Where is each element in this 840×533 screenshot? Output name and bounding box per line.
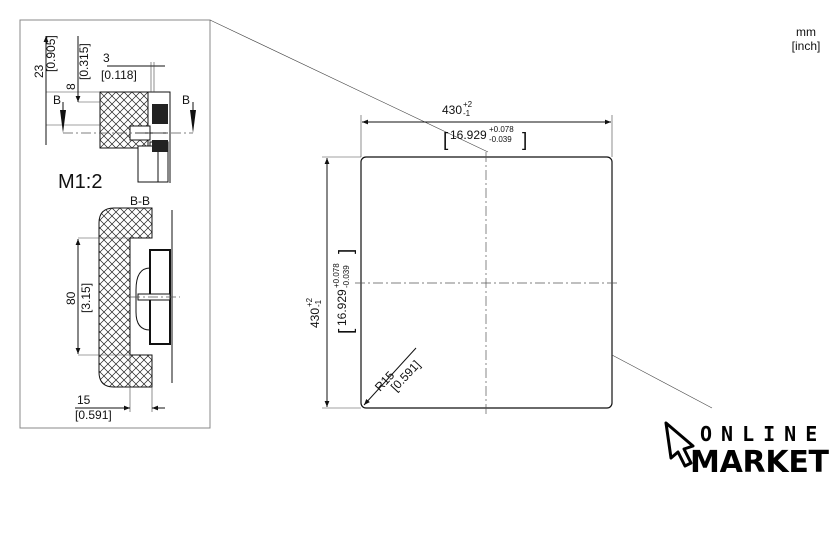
leader-line — [611, 354, 713, 409]
scale-label: M1:2 — [58, 171, 102, 193]
dim-23-inch: [0.905] — [44, 35, 58, 72]
svg-text:-1: -1 — [463, 109, 471, 118]
online-market-logo: ONLINE MARKET — [664, 421, 831, 480]
width-dim-inch: 16.929 — [450, 128, 487, 142]
svg-text:+0.078: +0.078 — [332, 263, 341, 288]
cursor-icon — [664, 421, 695, 468]
svg-text:[: [ — [443, 130, 449, 151]
dim-3-inch: [0.118] — [101, 68, 137, 82]
height-dim-inch: 16.929 — [335, 289, 349, 326]
foam-c-section — [98, 207, 153, 388]
logo-line2: MARKET — [690, 445, 830, 480]
cut-mark-left: B — [53, 93, 61, 107]
main-panel-view: 430 +2 -1 [ 16.929 +0.078 -0.039 ] 430 +… — [305, 100, 713, 414]
svg-text:[: [ — [336, 328, 357, 334]
leader-line — [209, 19, 489, 153]
section-label: B-B — [130, 194, 150, 208]
svg-text:-1: -1 — [314, 299, 323, 307]
dim-8: 8 — [64, 83, 78, 90]
dim-15-inch: [0.591] — [75, 408, 112, 422]
section-arrow-icon — [60, 110, 66, 133]
unit-mm: mm — [796, 25, 816, 39]
cut-mark-right: B — [182, 93, 190, 107]
dim-3: 3 — [103, 51, 110, 65]
dim-15: 15 — [77, 393, 91, 407]
section-arrow-icon — [190, 110, 196, 133]
dim-80-inch: [3.15] — [79, 283, 93, 313]
dim-23: 23 — [32, 64, 46, 78]
logo-line1: ONLINE — [700, 422, 826, 446]
height-dim: 430 — [308, 308, 322, 328]
svg-text:]: ] — [522, 130, 527, 151]
svg-text:-0.039: -0.039 — [342, 265, 351, 288]
svg-text:+2: +2 — [305, 297, 314, 307]
detail-inset: 23 [0.905] 8 [0.315] 3 [0.118] B B M1:2 … — [19, 19, 489, 429]
width-dim: 430 — [442, 103, 462, 117]
dim-80: 80 — [64, 291, 78, 305]
unit-inch: [inch] — [792, 39, 821, 53]
svg-text:+2: +2 — [463, 100, 473, 109]
svg-text:-0.039: -0.039 — [489, 135, 512, 144]
dim-8-inch: [0.315] — [77, 43, 91, 80]
svg-text:+0.078: +0.078 — [489, 125, 514, 134]
svg-text:]: ] — [336, 249, 357, 254]
panel-outline — [360, 156, 613, 409]
